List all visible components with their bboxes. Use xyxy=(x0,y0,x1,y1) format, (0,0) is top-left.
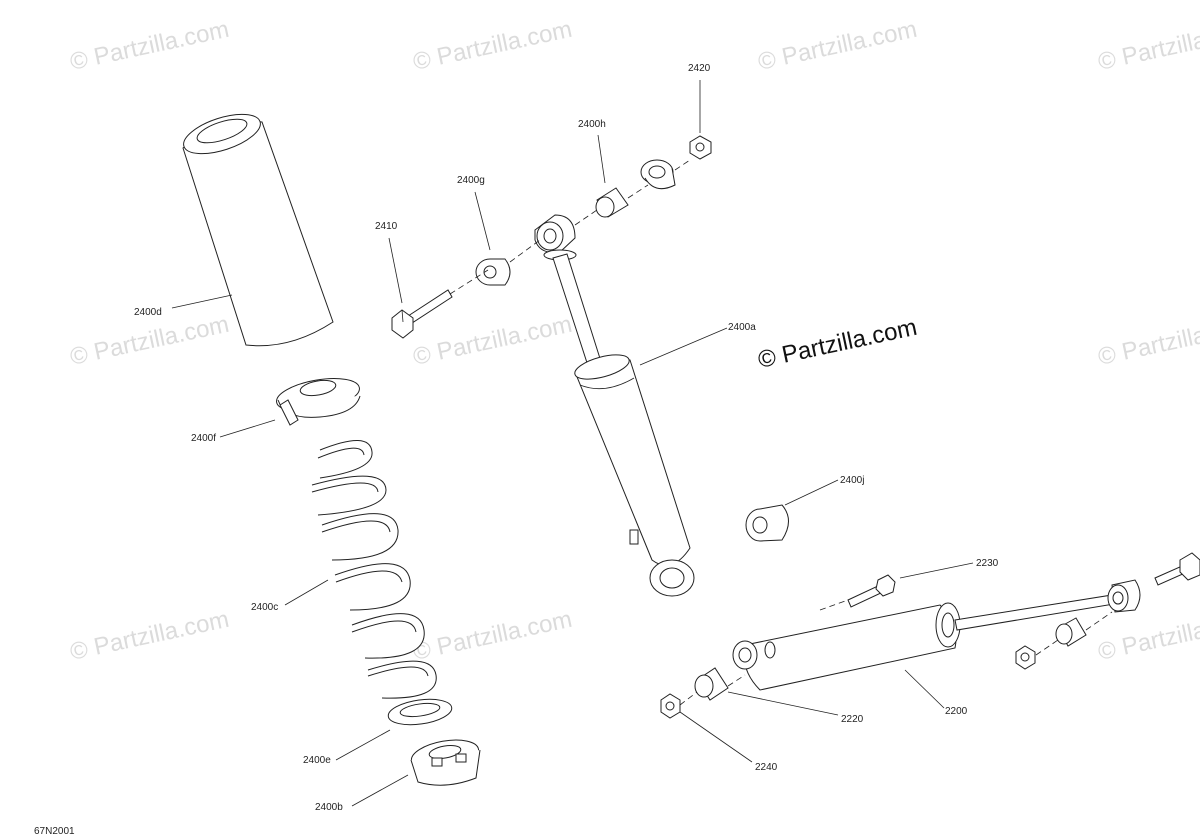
callout-2400f: 2400f xyxy=(191,433,216,444)
brand-watermark: © Partzilla.com xyxy=(756,314,920,374)
callout-2220: 2220 xyxy=(841,714,864,725)
watermark: © Partzilla.com xyxy=(756,16,920,76)
callout-2400a: 2400a xyxy=(728,322,756,333)
part-upper-bushing xyxy=(641,160,675,189)
callout-2400b: 2400b xyxy=(315,802,343,813)
callout-2400h: 2400h xyxy=(578,119,606,130)
part-2400a-shock-absorber xyxy=(535,215,694,596)
part-2400j-bushing xyxy=(746,505,789,541)
callout-2410: 2410 xyxy=(375,221,398,232)
part-2400h-sleeve xyxy=(596,188,628,217)
watermark: © Partzilla.com xyxy=(68,606,232,666)
watermark: © Partzilla.com xyxy=(1096,311,1200,371)
watermark: © Partzilla.com xyxy=(411,311,575,371)
part-2420-nut xyxy=(690,136,711,159)
watermark: © Partzilla.com xyxy=(411,16,575,76)
part-2400e-spring-washer xyxy=(387,696,454,729)
part-2400g-bushing xyxy=(476,259,510,285)
callout-2400j: 2400j xyxy=(840,475,864,486)
part-2400b-lower-seat xyxy=(409,735,481,785)
watermark: © Partzilla.com xyxy=(1096,16,1200,76)
watermark: © Partzilla.com xyxy=(411,606,575,666)
callout-2200: 2200 xyxy=(945,706,968,717)
callout-2420: 2420 xyxy=(688,63,711,74)
watermark: © Partzilla.com xyxy=(68,16,232,76)
part-2400f-upper-retainer xyxy=(274,373,362,425)
watermark-layer: © Partzilla.com © Partzilla.com © Partzi… xyxy=(68,16,1200,666)
callout-2230: 2230 xyxy=(976,558,999,569)
part-2400d-cover-sleeve xyxy=(179,106,333,345)
callout-2400e: 2400e xyxy=(303,755,331,766)
watermark: © Partzilla.com xyxy=(68,311,232,371)
callout-2240: 2240 xyxy=(755,762,778,773)
diagram-code: 67N2001 xyxy=(34,826,75,837)
part-2230-bolt xyxy=(848,553,1200,607)
callout-2400d: 2400d xyxy=(134,307,162,318)
leader-lines xyxy=(172,80,973,806)
watermark: © Partzilla.com xyxy=(1096,606,1200,666)
callout-2400c: 2400c xyxy=(251,602,278,613)
callout-2400g: 2400g xyxy=(457,175,485,186)
